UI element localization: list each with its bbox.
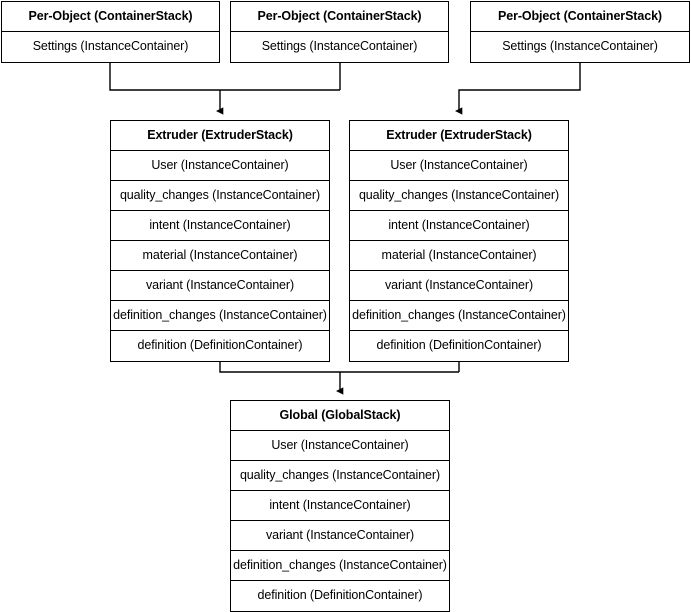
node-row: Settings (InstanceContainer) (502, 39, 658, 53)
node-row: intent (InstanceContainer) (350, 211, 568, 241)
node-header: Per-Object (ContainerStack) (2, 2, 219, 32)
node-extruder-1[interactable]: Extruder (ExtruderStack) User (InstanceC… (110, 120, 330, 362)
edge-perobject1-extruder1 (109, 61, 340, 91)
edge-perobject3-extruder2 (454, 61, 581, 115)
node-row: variant (InstanceContainer) (231, 521, 449, 551)
node-row: User (InstanceContainer) (350, 151, 568, 181)
node-row: definition_changes (InstanceContainer) (350, 301, 568, 331)
node-row: User (InstanceContainer) (111, 151, 329, 181)
node-row: definition (DefinitionContainer) (257, 588, 423, 602)
node-row: quality_changes (InstanceContainer) (350, 181, 568, 211)
node-row: quality_changes (InstanceContainer) (231, 461, 449, 491)
node-row: Settings (InstanceContainer) (32, 39, 189, 53)
node-header: Per-Object (ContainerStack) (231, 2, 448, 32)
node-row: quality_changes (InstanceContainer) (111, 181, 329, 211)
node-header: Global (GlobalStack) (231, 401, 449, 431)
node-header: Per-Object (ContainerStack) (471, 2, 689, 32)
node-row: variant (InstanceContainer) (350, 271, 568, 301)
node-row: definition (DefinitionContainer) (376, 338, 542, 352)
node-header: Extruder (ExtruderStack) (350, 121, 568, 151)
node-row: material (InstanceContainer) (350, 241, 568, 271)
node-row: definition (DefinitionContainer) (137, 338, 303, 352)
node-row: intent (InstanceContainer) (231, 491, 449, 521)
node-header: Extruder (ExtruderStack) (111, 121, 329, 151)
node-perobject-2[interactable]: Per-Object (ContainerStack) Settings (In… (230, 1, 449, 63)
edge-extruder2-global (335, 360, 460, 395)
node-row: definition_changes (InstanceContainer) (231, 551, 449, 581)
node-global[interactable]: Global (GlobalStack) User (InstanceConta… (230, 400, 450, 612)
node-row: definition_changes (InstanceContainer) (111, 301, 329, 331)
node-perobject-3[interactable]: Per-Object (ContainerStack) Settings (In… (470, 1, 690, 63)
node-extruder-2[interactable]: Extruder (ExtruderStack) User (InstanceC… (349, 120, 569, 362)
node-row: Settings (InstanceContainer) (261, 39, 418, 53)
node-row: material (InstanceContainer) (111, 241, 329, 271)
node-perobject-1[interactable]: Per-Object (ContainerStack) Settings (In… (1, 1, 220, 63)
node-row: intent (InstanceContainer) (111, 211, 329, 241)
edge-perobject2-extruder1 (215, 61, 341, 115)
node-row: User (InstanceContainer) (231, 431, 449, 461)
node-row: variant (InstanceContainer) (111, 271, 329, 301)
